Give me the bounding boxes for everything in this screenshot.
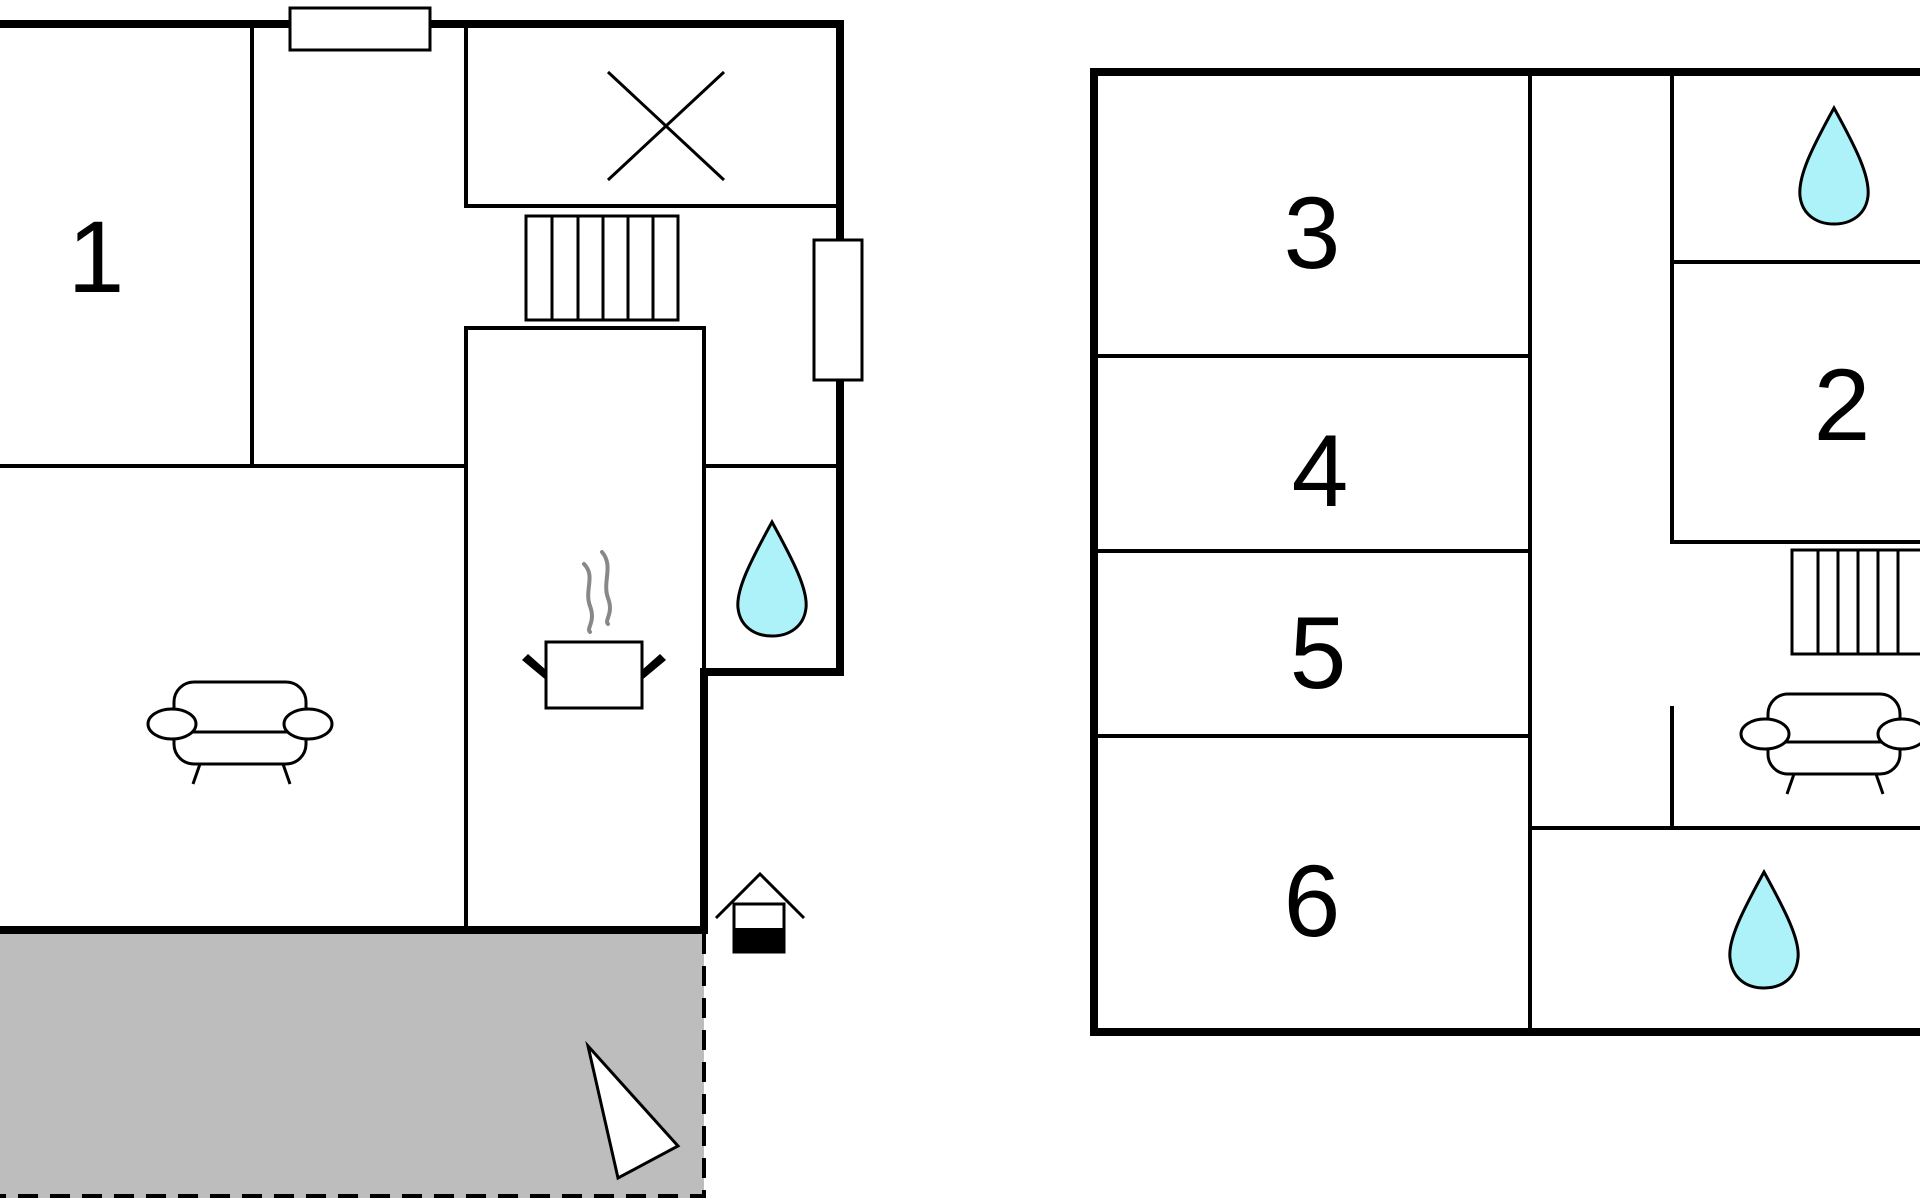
terrace-pointer-icon <box>585 1040 681 1181</box>
terrace-area <box>0 930 706 1198</box>
window-icon <box>812 238 864 382</box>
staircase-icon <box>1790 548 1920 656</box>
staircase-icon <box>524 214 680 322</box>
room-label-2: 2 <box>1814 348 1871 462</box>
room-label-1: 1 <box>68 200 125 314</box>
void-cross-icon <box>606 70 726 182</box>
sofa-icon <box>1739 692 1920 795</box>
entrance-house-icon <box>714 871 806 954</box>
water-drop-icon <box>736 518 808 638</box>
water-drop-icon <box>1798 104 1870 226</box>
window-icon <box>288 6 432 52</box>
room-label-6: 6 <box>1284 844 1341 958</box>
sofa-icon <box>146 680 334 785</box>
ground-floor-plan: 1 <box>0 6 864 1198</box>
cooking-pot-icon <box>522 550 666 710</box>
room-label-3: 3 <box>1284 176 1341 290</box>
upper-floor-plan: 3 4 5 6 2 <box>1090 68 1920 1036</box>
water-drop-icon <box>1728 868 1800 990</box>
room-label-4: 4 <box>1292 414 1349 528</box>
room-label-5: 5 <box>1290 596 1347 710</box>
